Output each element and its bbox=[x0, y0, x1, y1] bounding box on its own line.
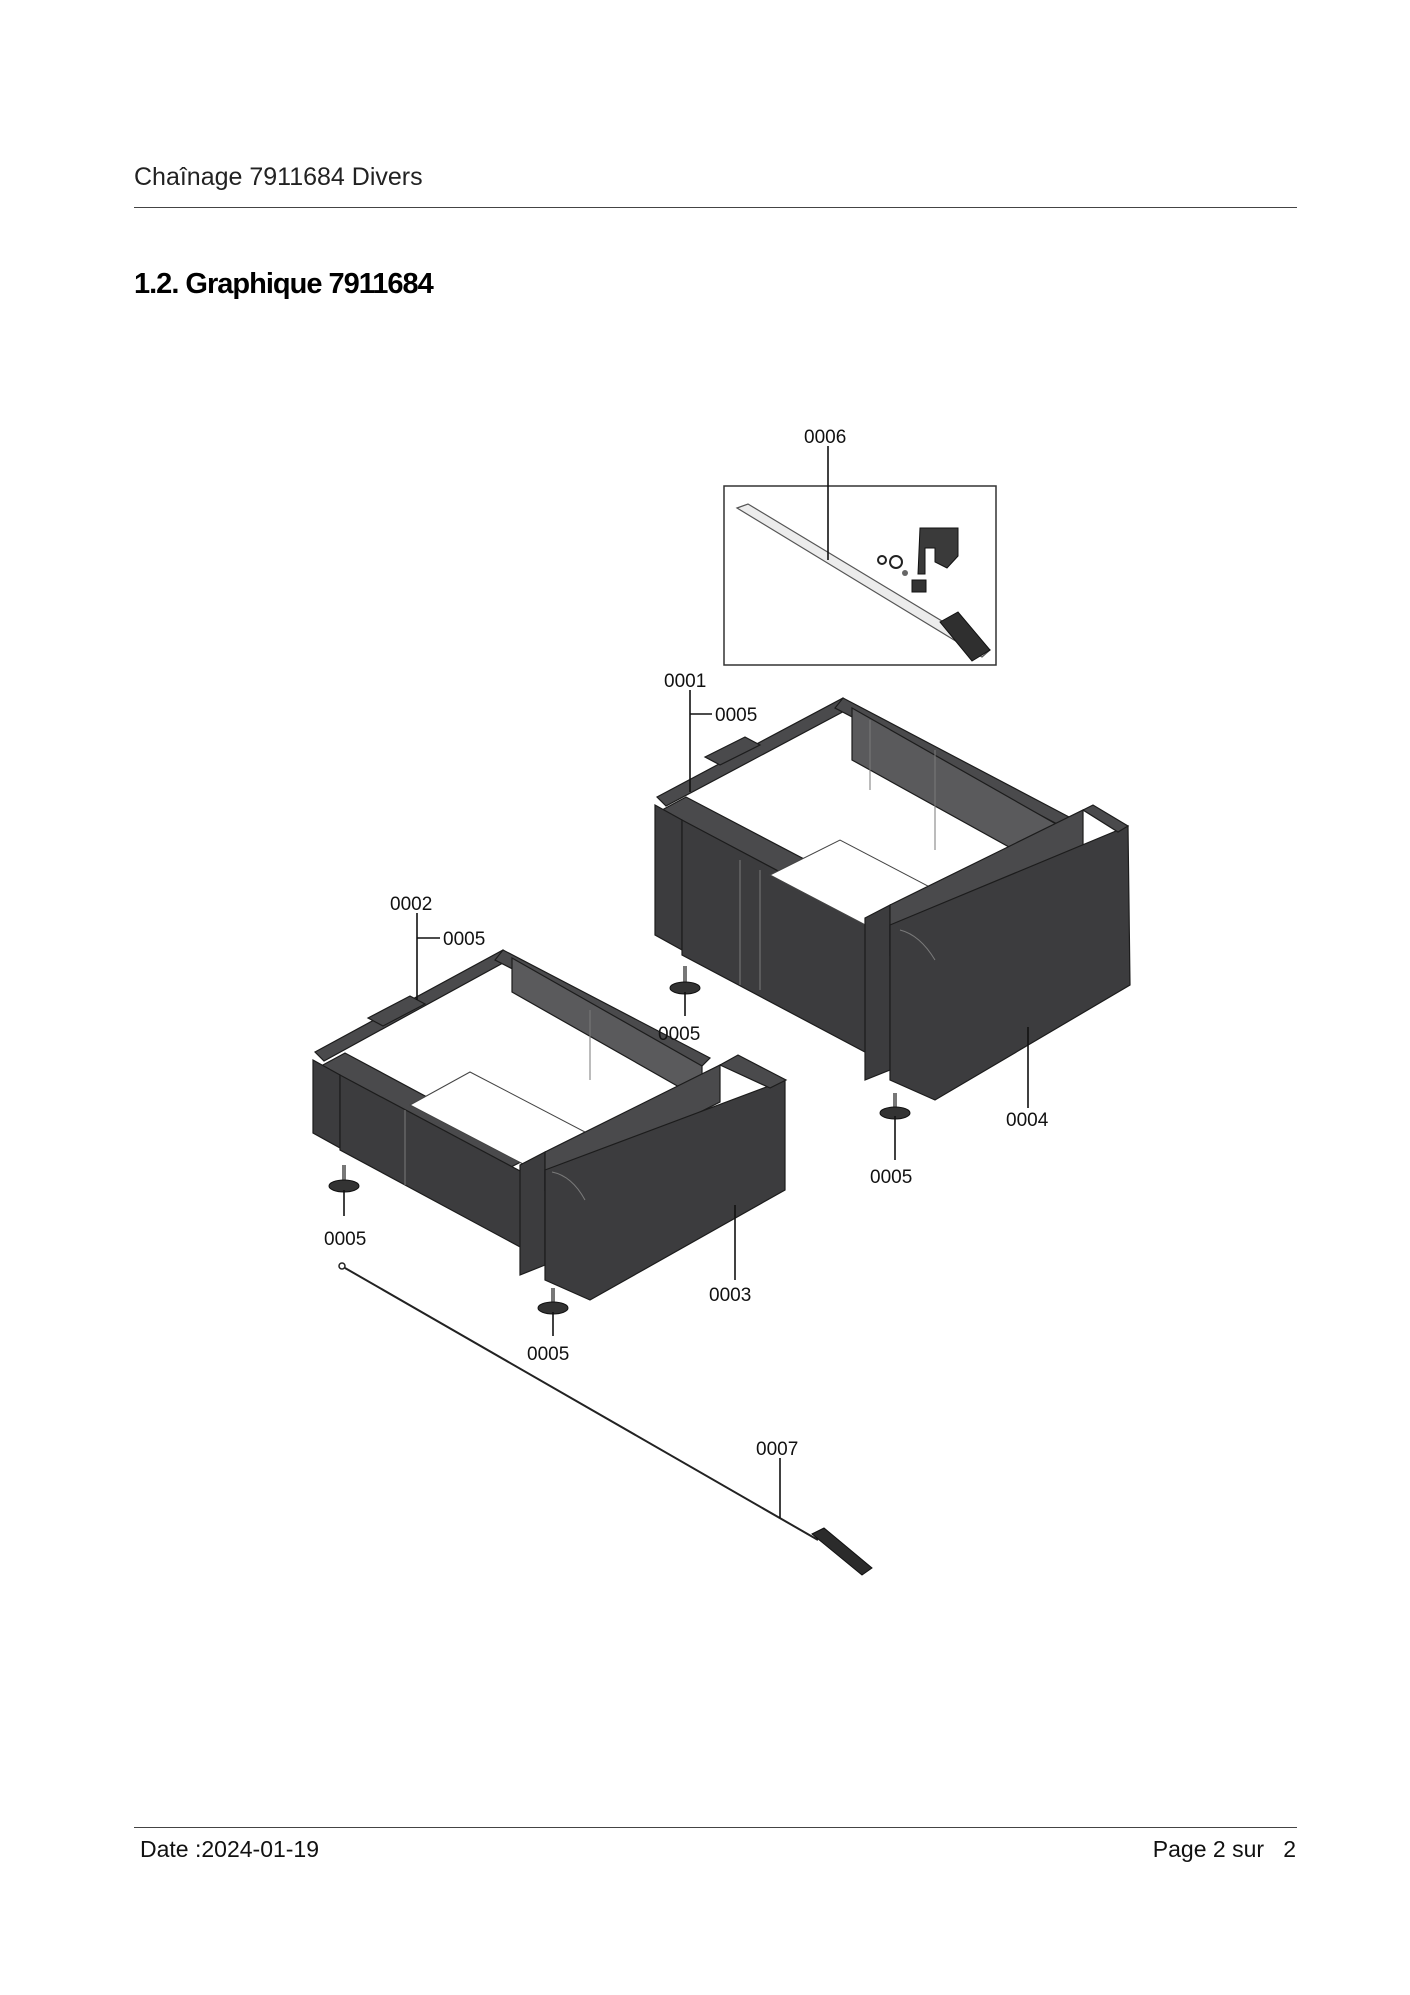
callout-0005-d: 0005 bbox=[870, 1167, 912, 1188]
foot-icon-a bbox=[669, 966, 701, 995]
part-0002-frame bbox=[312, 949, 712, 1276]
callout-0007: 0007 bbox=[756, 1439, 798, 1460]
footer-date: Date :2024-01-19 bbox=[140, 1836, 320, 1862]
rod-thread-icon bbox=[939, 611, 991, 662]
page-header-title: Chaînage 7911684 Divers bbox=[134, 163, 423, 191]
section-title: 1.2. Graphique 7911684 bbox=[134, 268, 434, 300]
bracket-icon bbox=[917, 527, 959, 575]
callout-0006: 0006 bbox=[804, 427, 846, 448]
callout-0001: 0001 bbox=[664, 671, 706, 692]
foot-icon-d bbox=[537, 1288, 569, 1315]
foot-icon-b bbox=[879, 1093, 911, 1120]
part-0004-side-panel bbox=[889, 804, 1131, 1101]
callout-0005-b: 0005 bbox=[443, 929, 485, 950]
callout-0005-e: 0005 bbox=[324, 1229, 366, 1250]
footer-divider bbox=[134, 1827, 1297, 1828]
callout-0003: 0003 bbox=[709, 1285, 751, 1306]
washer-icon bbox=[889, 555, 903, 569]
part-0003-side-panel bbox=[544, 1054, 788, 1301]
small-washer-icon bbox=[877, 555, 887, 565]
detail-frame bbox=[723, 485, 997, 666]
callout-0005-f: 0005 bbox=[527, 1344, 569, 1365]
callout-0002: 0002 bbox=[390, 894, 432, 915]
part-0007-rod bbox=[338, 1262, 873, 1576]
nut-icon bbox=[911, 579, 927, 593]
callout-0005-c: 0005 bbox=[658, 1024, 700, 1045]
callout-0004: 0004 bbox=[1006, 1110, 1049, 1131]
callout-0005-a: 0005 bbox=[715, 705, 757, 726]
foot-icon-c bbox=[328, 1165, 360, 1193]
screw-icon bbox=[902, 570, 908, 576]
part-0001-frame bbox=[654, 697, 1076, 1081]
header-divider bbox=[134, 207, 1297, 208]
footer-page-number: Page 2 sur 2 bbox=[1152, 1836, 1296, 1862]
part-0006-kit bbox=[723, 485, 997, 666]
